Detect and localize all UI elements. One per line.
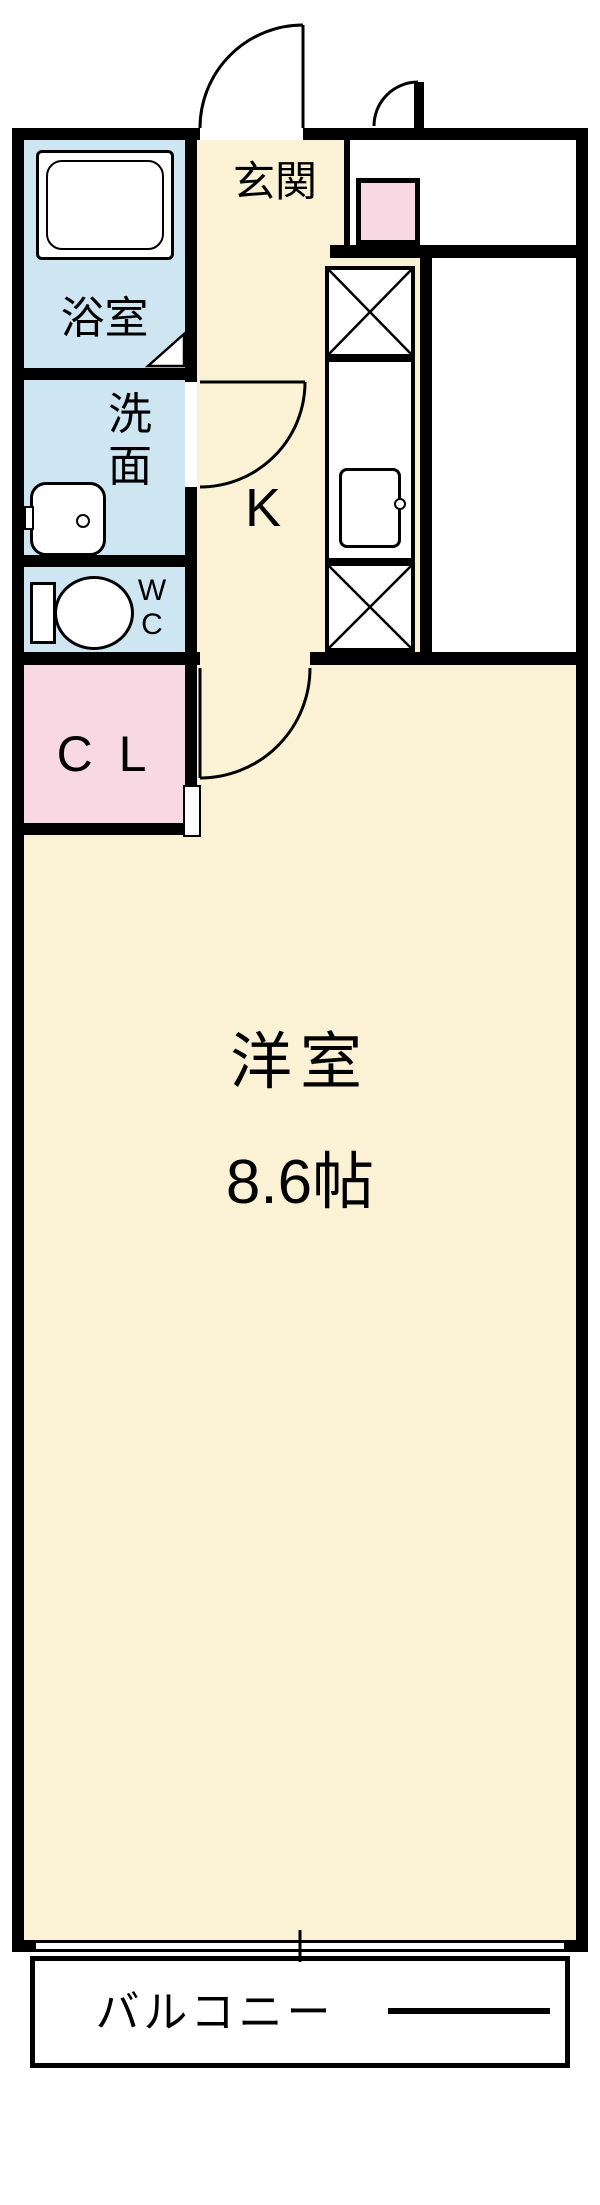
shoe-cabinet: [356, 178, 420, 245]
wall-corridor-lower: [185, 487, 197, 652]
void-area: [432, 258, 576, 652]
main-room-size: 8.6帖: [225, 1148, 375, 1217]
washroom-label-char-1: 洗: [108, 390, 152, 439]
toilet-tank: [30, 582, 56, 644]
wall-mid-right: [310, 652, 576, 665]
balcony-railing-line: [388, 2008, 550, 2014]
wall-top-left: [12, 128, 200, 140]
wall-kitchen-right: [420, 258, 432, 652]
main-room-label: 洋室: [229, 1028, 370, 1097]
toilet-label-char-1: W: [137, 574, 167, 607]
wall-washroom-wc: [24, 555, 185, 567]
closet-floor: [24, 665, 185, 823]
wall-corridor-upper: [185, 128, 197, 382]
wall-top-stub: [414, 82, 424, 128]
wall-mid-left: [24, 652, 200, 665]
wall-closet-right: [185, 665, 197, 785]
balcony-label: バルコニー: [95, 1988, 335, 2037]
wall-right: [576, 128, 588, 1952]
wall-closet-bottom: [24, 823, 185, 835]
wall-top-right: [303, 128, 588, 140]
washbasin-spout: [24, 506, 34, 530]
bathroom-label: 浴室: [60, 294, 149, 343]
entrance-label: 玄関: [232, 158, 317, 205]
kitchen-sink-basin: [339, 468, 401, 548]
washbasin: [30, 482, 106, 556]
kitchen-hatched-unit-bottom: [325, 562, 415, 652]
wall-nook-left: [344, 140, 350, 245]
washbasin-drain: [76, 514, 90, 528]
utility-door-arc: [372, 80, 419, 127]
entrance-door-arc: [198, 23, 304, 129]
balcony-window: [36, 1943, 564, 1949]
kitchen-hatched-unit-top: [325, 266, 415, 358]
main-room-floor: [24, 665, 576, 1940]
toilet-label-char-2: C: [141, 608, 163, 641]
bathtub-inner: [46, 160, 164, 250]
kitchen-faucet: [394, 498, 406, 510]
wall-bath-washroom: [24, 368, 185, 380]
wall-nook-bottom: [330, 245, 576, 258]
toilet-bowl: [54, 576, 134, 650]
closet-label: C L: [56, 726, 153, 782]
wall-left: [12, 128, 24, 1952]
kitchen-label: K: [244, 478, 282, 538]
washroom-label-char-2: 面: [108, 442, 152, 491]
closet-door-panel: [183, 785, 201, 837]
